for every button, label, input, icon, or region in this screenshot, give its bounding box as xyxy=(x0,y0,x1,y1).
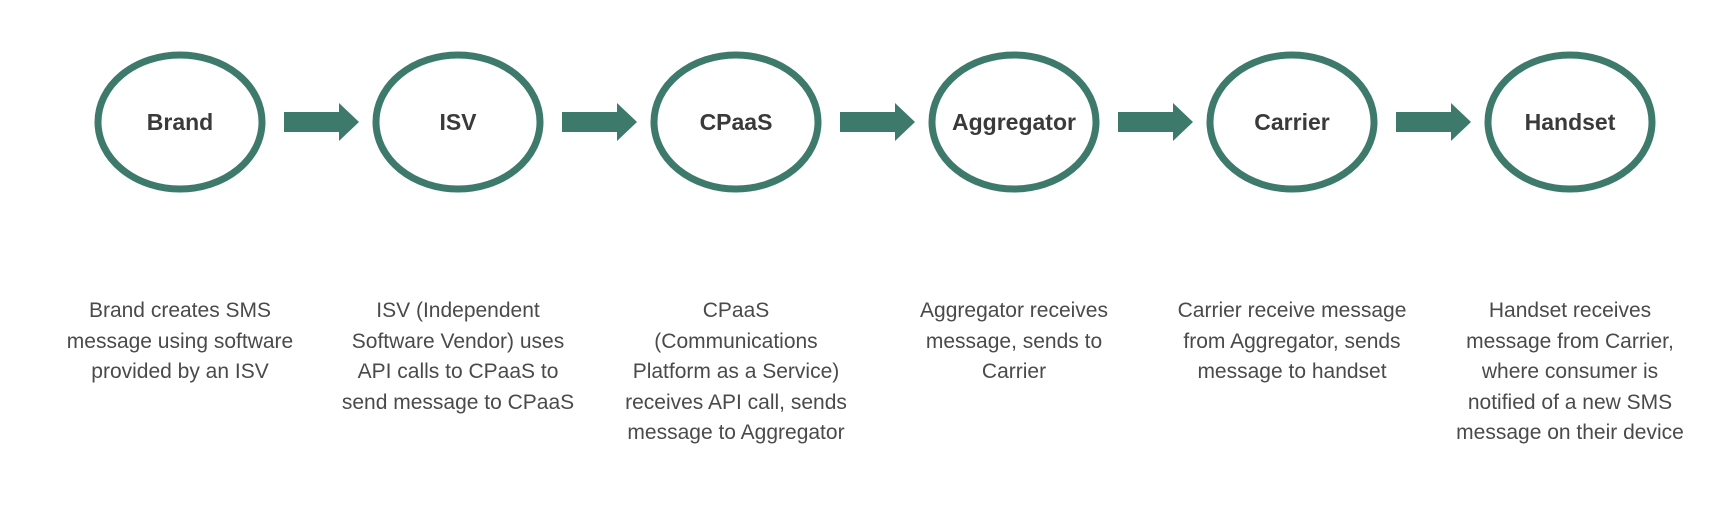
arrows-layer xyxy=(284,103,1471,141)
description-aggregator: Aggregator receives message, sends to Carr… xyxy=(883,296,1145,388)
description-line: Handset receives xyxy=(1488,299,1652,322)
description-line: (Communications xyxy=(654,329,818,353)
description-line: message on their device xyxy=(1456,421,1684,444)
arrow-right-icon xyxy=(284,103,359,141)
arrow-right-icon xyxy=(1118,103,1193,141)
description-brand: Brand creates SMS message using software p… xyxy=(49,296,311,388)
description-line: from Aggregator, sends xyxy=(1183,329,1401,353)
description-line: receives API call, sends xyxy=(625,390,847,414)
node-ellipse xyxy=(650,51,822,193)
description-carrier: Carrier receive message from Aggregator, … xyxy=(1161,296,1423,388)
node-cpaas: CPaaS xyxy=(650,51,822,193)
node-aggregator: Aggregator xyxy=(928,51,1100,193)
arrow-right-icon xyxy=(562,103,637,141)
node-ellipse xyxy=(1484,51,1656,193)
description-line: message using software xyxy=(66,329,294,353)
description-line: provided by an ISV xyxy=(91,360,269,383)
description-line: API calls to CPaaS to xyxy=(357,360,559,383)
description-line: Carrier receive message xyxy=(1177,299,1407,322)
node-handset: Handset xyxy=(1484,51,1656,193)
description-line: Carrier xyxy=(981,360,1047,383)
arrow-right-icon xyxy=(840,103,915,141)
nodes-layer: Brand ISV CPaaS Aggregator Carrier Handset xyxy=(94,51,1656,193)
description-line: send message to CPaaS xyxy=(341,390,575,414)
arrow-right-icon xyxy=(1396,103,1471,141)
description-line: Platform as a Service) xyxy=(632,360,840,383)
description-line: Aggregator receives xyxy=(920,299,1108,322)
node-ellipse xyxy=(94,51,266,193)
node-label: Aggregator xyxy=(952,109,1076,135)
node-label: CPaaS xyxy=(700,109,773,135)
node-ellipse xyxy=(928,51,1100,193)
description-line: ISV (Independent xyxy=(376,299,540,322)
description-line: Brand creates SMS xyxy=(88,299,272,322)
description-line: Software Vendor) uses xyxy=(351,329,565,353)
description-line: notified of a new SMS xyxy=(1467,390,1673,414)
node-carrier: Carrier xyxy=(1206,51,1378,193)
description-line: message, sends to xyxy=(925,329,1103,353)
node-ellipse xyxy=(372,51,544,193)
node-label: ISV xyxy=(439,109,477,135)
description-line: CPaaS xyxy=(702,299,770,322)
description-line: where consumer is xyxy=(1481,360,1659,383)
description-line: message to handset xyxy=(1197,360,1387,383)
description-line: message from Carrier, xyxy=(1466,329,1674,353)
node-brand: Brand xyxy=(94,51,266,193)
node-label: Carrier xyxy=(1254,109,1329,135)
node-isv: ISV xyxy=(372,51,544,193)
description-line: message to Aggregator xyxy=(627,421,845,444)
node-ellipse xyxy=(1206,51,1378,193)
node-label: Handset xyxy=(1525,109,1616,135)
node-label: Brand xyxy=(147,109,213,135)
description-handset: Handset receives message from Carrier, whe… xyxy=(1439,296,1701,449)
